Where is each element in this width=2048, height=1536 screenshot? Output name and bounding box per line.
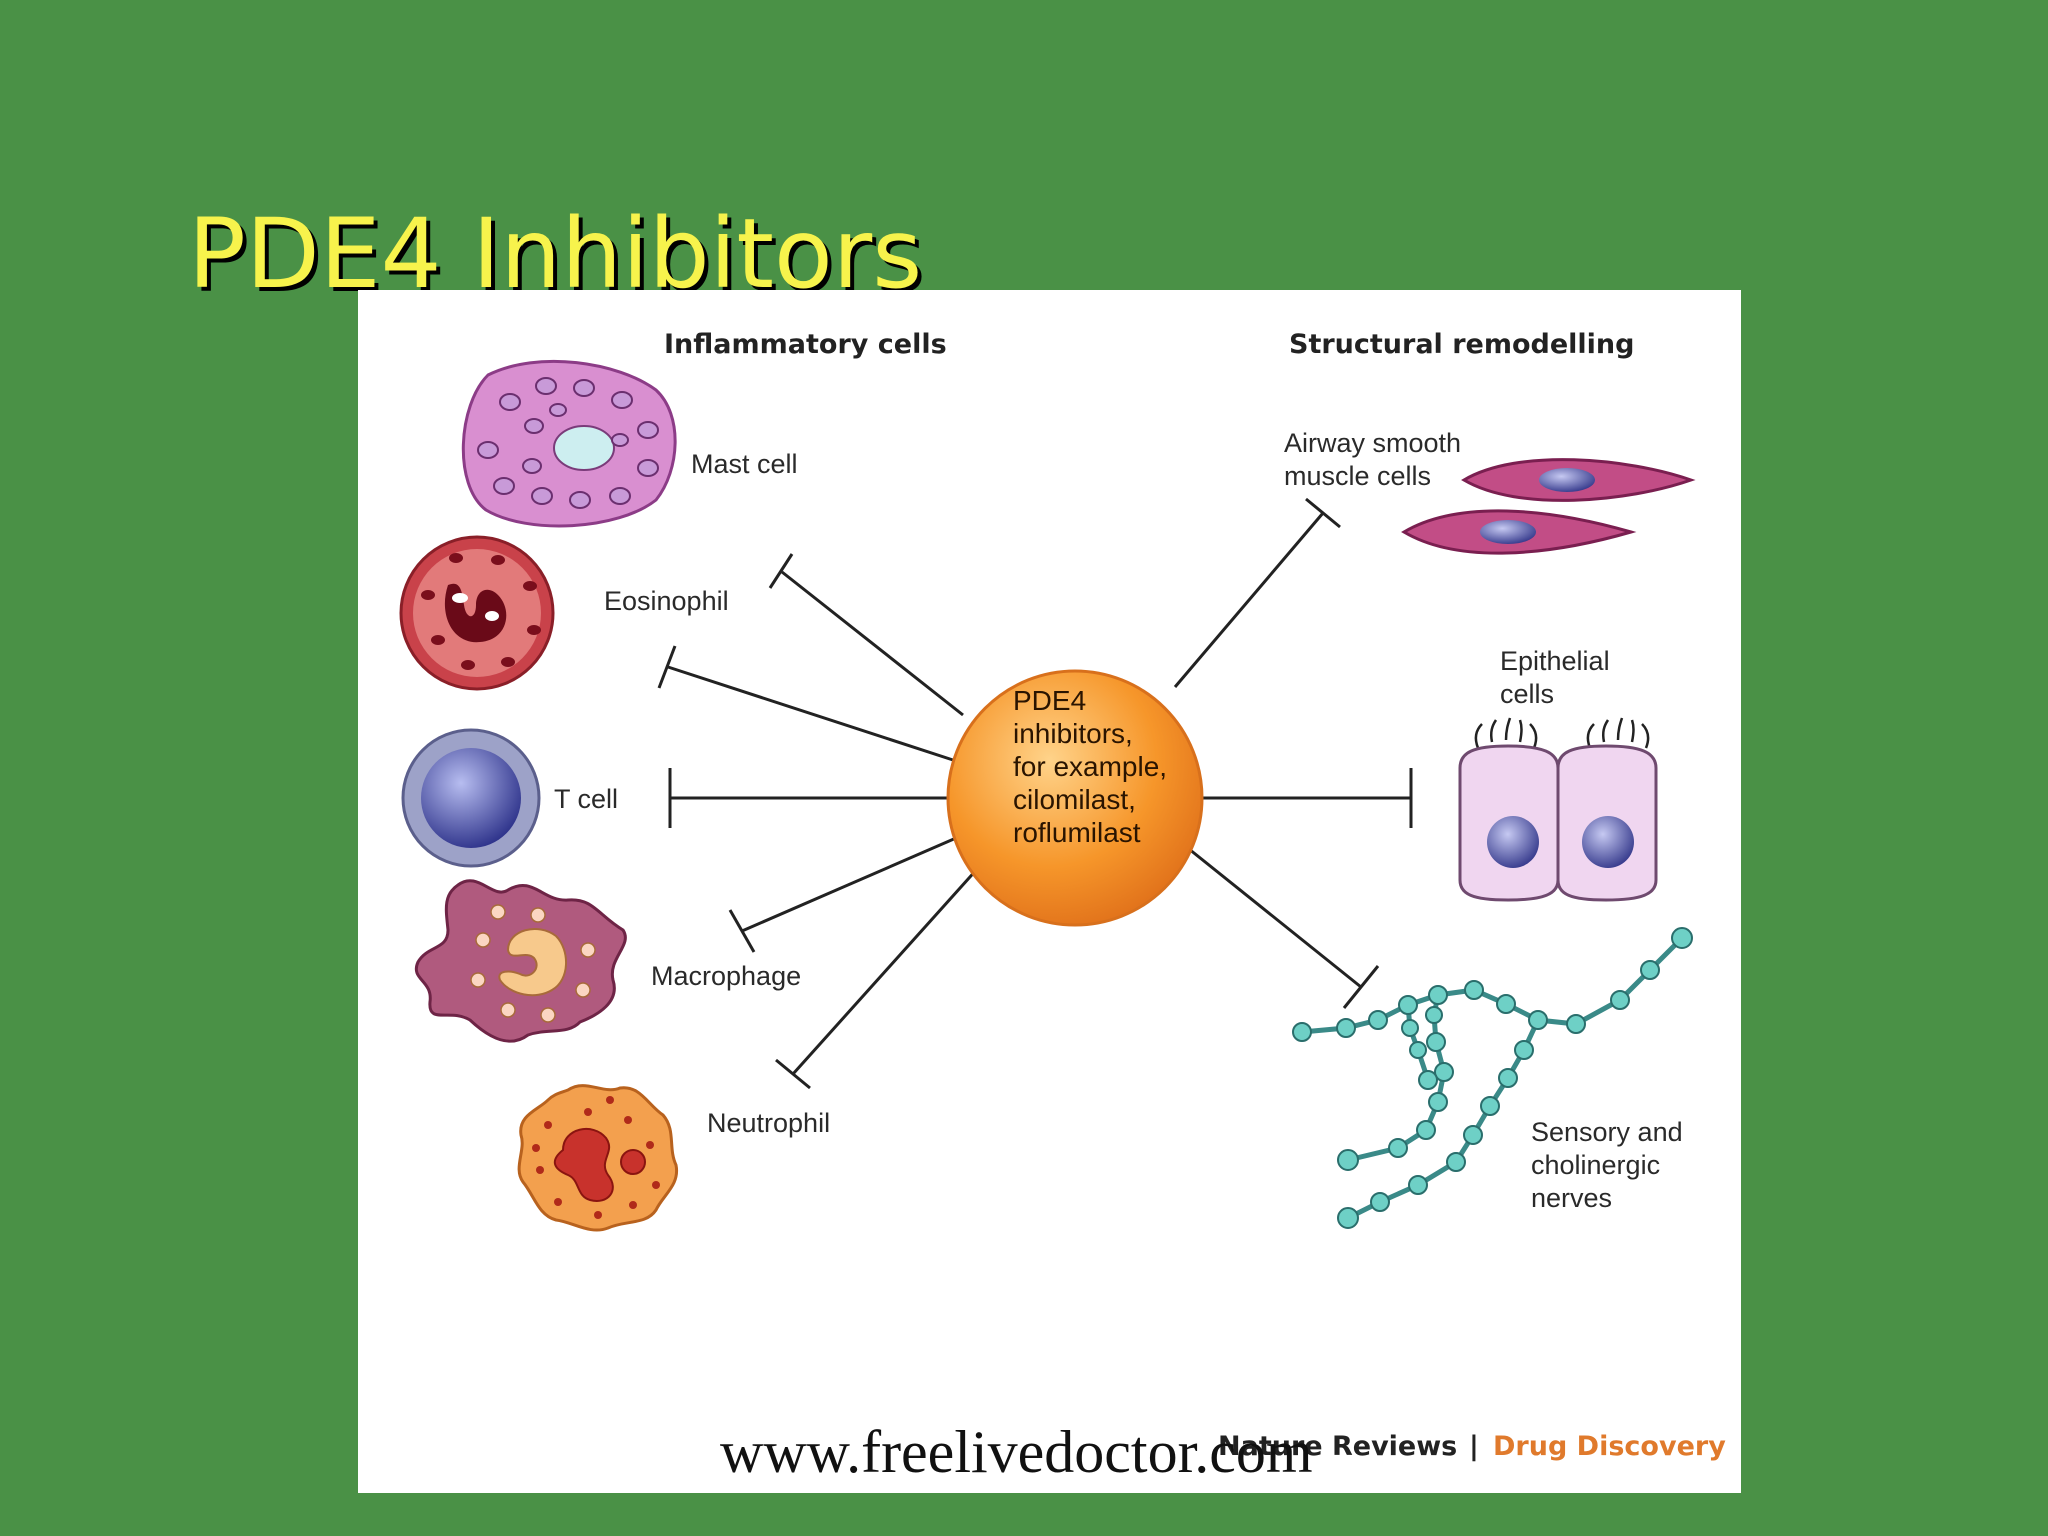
center-line-5: roflumilast (1013, 817, 1141, 848)
mast-cell-label: Mast cell (691, 449, 798, 479)
credit-separator: | (1469, 1431, 1479, 1462)
connector-t-cell (668, 768, 954, 828)
neutrophil-label: Neutrophil (707, 1108, 830, 1138)
airway-label-line-1: Airway smooth (1284, 428, 1461, 458)
epithelial-cells-icon (1458, 717, 1658, 902)
slide-title: PDE4 Inhibitors (188, 198, 923, 310)
center-line-4: cilomilast, (1013, 784, 1136, 815)
nerves-label-line-1: Sensory and (1531, 1117, 1683, 1147)
t-cell-icon (401, 728, 541, 868)
credit-journal: Nature Reviews (1218, 1431, 1457, 1462)
airway-smooth-muscle-icon (1401, 458, 1696, 555)
nerves-label-line-2: cholinergic (1531, 1150, 1660, 1180)
macrophage-icon (414, 879, 627, 1043)
center-line-3: for example, (1013, 751, 1167, 782)
connector-epithelial (1195, 768, 1413, 828)
connector-mast-cell (768, 553, 964, 717)
watermark-url: www.freelivedoctor.com (720, 1419, 1313, 1485)
credit-section: Drug Discovery (1493, 1431, 1726, 1462)
inhibition-connectors (657, 497, 1413, 1090)
center-label: PDE4 inhibitors, for example, cilomilast… (1013, 685, 1175, 848)
figure-panel: Inflammatory cells Structural remodellin… (358, 290, 1741, 1493)
epithelial-label-line-1: Epithelial (1500, 646, 1610, 676)
nerves-icon (1292, 927, 1693, 1229)
mast-cell-icon (461, 359, 677, 528)
connector-macrophage (728, 833, 964, 953)
connector-airway-smooth-muscle (1173, 497, 1341, 688)
airway-label-line-2: muscle cells (1284, 461, 1431, 491)
left-header: Inflammatory cells (664, 329, 947, 360)
nerves-label: Sensory and cholinergic nerves (1531, 1117, 1690, 1213)
nerves-label-line-3: nerves (1531, 1183, 1612, 1213)
eosinophil-label: Eosinophil (604, 586, 729, 616)
t-cell-label: T cell (554, 784, 618, 814)
pde4-diagram: Inflammatory cells Structural remodellin… (399, 329, 1726, 1462)
connector-neutrophil (775, 856, 989, 1090)
connector-eosinophil (657, 645, 954, 762)
center-line-1: PDE4 (1013, 685, 1086, 716)
macrophage-label: Macrophage (651, 961, 801, 991)
epithelial-label-line-2: cells (1500, 679, 1554, 709)
neutrophil-icon (517, 1084, 679, 1232)
connector-nerves (1183, 843, 1380, 1009)
figure-credit: Nature Reviews | Drug Discovery (1218, 1431, 1726, 1462)
center-line-2: inhibitors, (1013, 718, 1133, 749)
right-header: Structural remodelling (1289, 329, 1634, 360)
epithelial-label: Epithelial cells (1500, 646, 1617, 709)
airway-smooth-muscle-label: Airway smooth muscle cells (1284, 428, 1469, 491)
pde4-inhibitor-node: PDE4 inhibitors, for example, cilomilast… (946, 669, 1204, 927)
eosinophil-icon (399, 535, 555, 691)
